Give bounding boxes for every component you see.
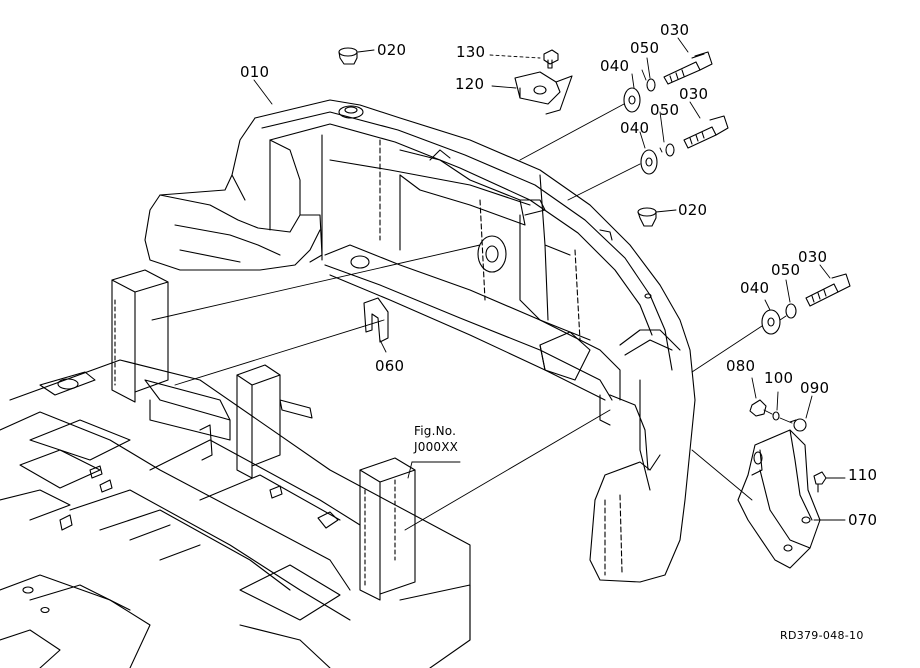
screw-130 (543, 49, 559, 69)
label-110: 110 (848, 466, 878, 484)
bolt-110 (813, 471, 827, 493)
label-040-a: 040 (600, 57, 630, 75)
label-040-c: 040 (740, 279, 770, 297)
assembly-lines (151, 69, 793, 531)
label-030-a: 030 (660, 21, 690, 39)
label-050-c: 050 (771, 261, 801, 279)
drawing-number: RD379-048-10 (780, 629, 864, 642)
label-030-b: 030 (679, 85, 709, 103)
bolt-030-c (805, 273, 851, 307)
washer-050-b (665, 143, 675, 157)
bolt-030-b (683, 115, 729, 149)
leader-lines (253, 37, 846, 521)
knob-090 (789, 418, 807, 432)
label-030-c: 030 (798, 248, 828, 266)
washer-050-a (646, 78, 656, 92)
label-090: 090 (800, 379, 830, 397)
label-070: 070 (848, 511, 878, 529)
washer-050-c (785, 303, 797, 319)
label-120: 120 (455, 75, 485, 93)
fig-ref-caption: Fig.No. (414, 424, 457, 438)
chassis-frame (0, 359, 471, 668)
washer-100 (772, 411, 780, 421)
bolt-030-a (663, 51, 713, 85)
fig-ref-code: J000XX (414, 440, 459, 454)
label-010: 010 (240, 63, 270, 81)
label-080: 080 (726, 357, 756, 375)
label-060: 060 (375, 357, 405, 375)
label-050-b: 050 (650, 101, 680, 119)
side-cover-070 (737, 429, 821, 569)
washer-040-a (623, 87, 641, 113)
bracket-120 (514, 71, 573, 115)
label-050-a: 050 (630, 39, 660, 57)
label-130: 130 (456, 43, 486, 61)
label-020-lower: 020 (678, 201, 708, 219)
washer-040-c (761, 309, 781, 335)
support-posts (111, 269, 416, 601)
clip-020-lower (637, 207, 657, 227)
clip-020-upper (338, 47, 358, 65)
washer-040-b (640, 149, 658, 175)
nut-080 (749, 399, 767, 417)
rear-cover-010 (144, 99, 696, 583)
bracket-060 (363, 297, 389, 343)
label-020-upper: 020 (377, 41, 407, 59)
label-040-b: 040 (620, 119, 650, 137)
label-100: 100 (764, 369, 794, 387)
